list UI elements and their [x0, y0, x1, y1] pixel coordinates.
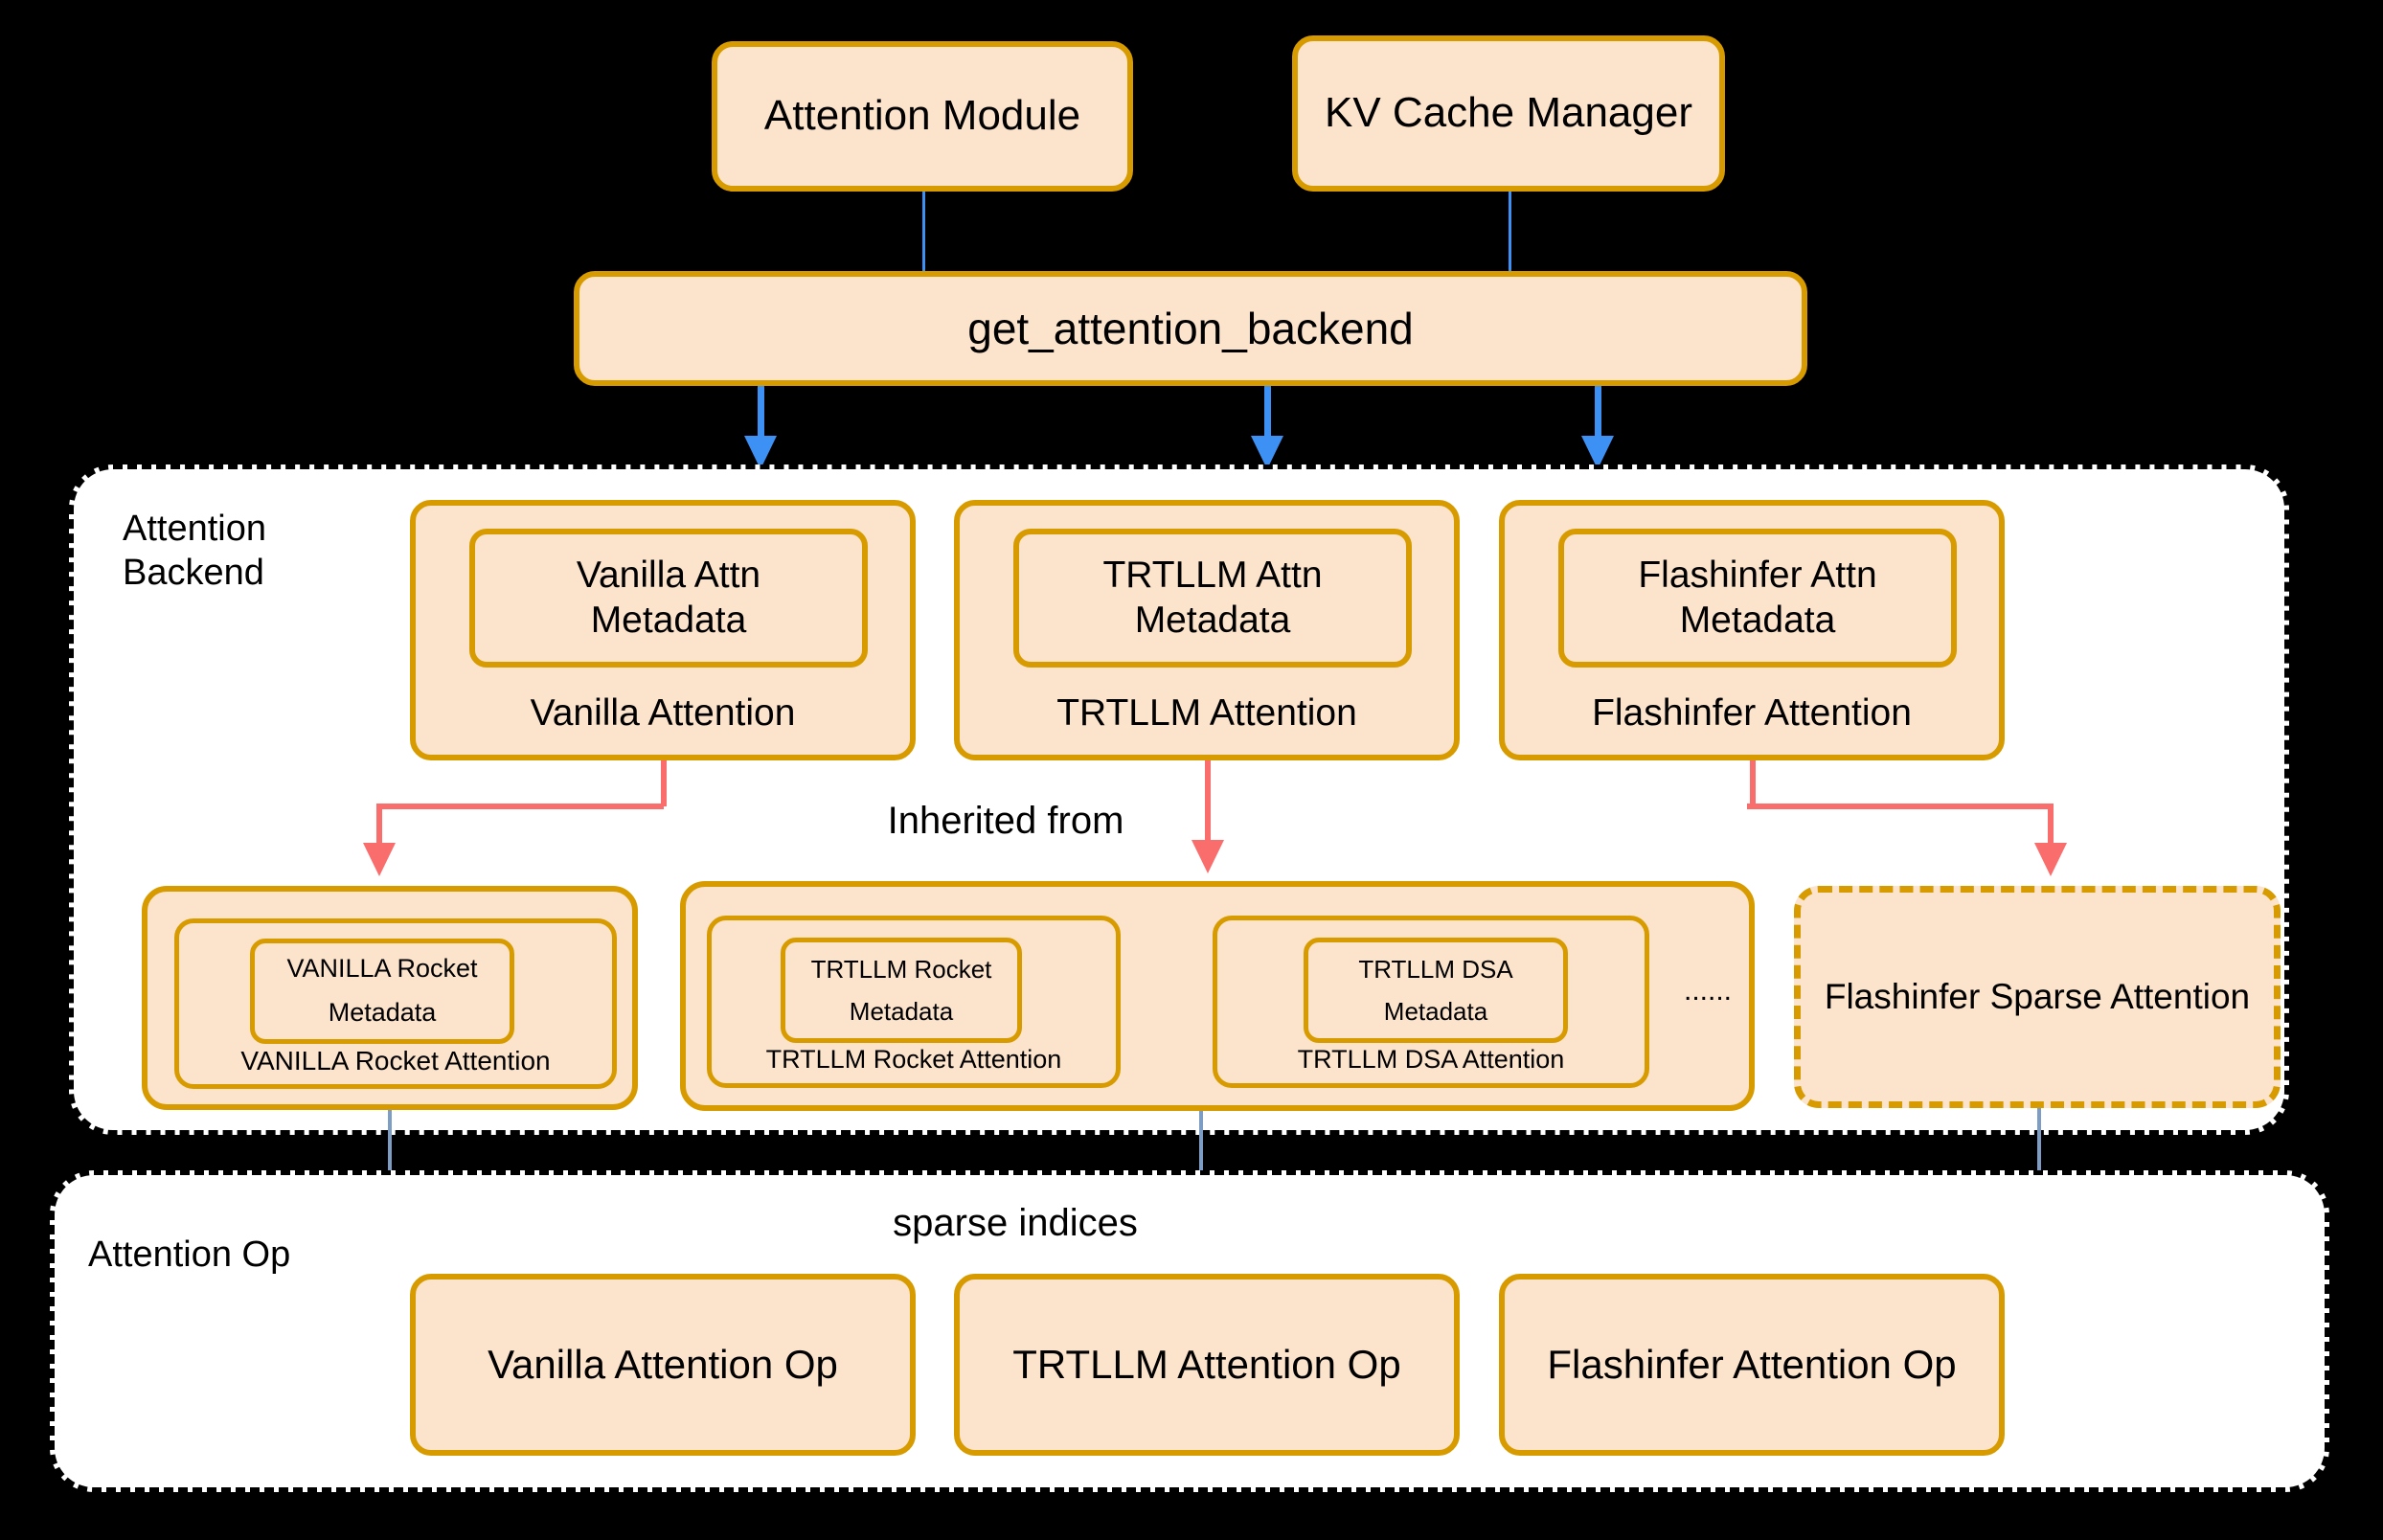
inherit-arrow-vanilla — [363, 843, 396, 876]
inherit-line-trtllm — [1205, 760, 1211, 843]
card-flashinfer-sparse-attention-label: Flashinfer Sparse Attention — [1824, 976, 2251, 1016]
card-vanilla-rocket-metadata-label: VANILLA Rocket Metadata — [286, 954, 478, 1027]
node-get-attention-backend[interactable]: get_attention_backend — [574, 271, 1807, 386]
label-inherited-from: Inherited from — [887, 800, 1124, 842]
node-vanilla-attention-op[interactable]: Vanilla Attention Op — [410, 1274, 916, 1456]
card-trtllm-attention-metadata: TRTLLM Attn Metadata — [1013, 529, 1412, 668]
sparse-group-vanilla: VANILLA Rocket Metadata VANILLA Rocket A… — [142, 886, 638, 1110]
node-kv-cache-manager[interactable]: KV Cache Manager — [1292, 35, 1725, 192]
card-trtllm-dsa-attention[interactable]: TRTLLM DSA Metadata TRTLLM DSA Attention — [1213, 916, 1649, 1088]
card-trtllm-dsa-metadata: TRTLLM DSA Metadata — [1304, 938, 1568, 1043]
group-attention-op-label: Attention Op — [88, 1234, 291, 1275]
node-flashinfer-attention-op[interactable]: Flashinfer Attention Op — [1499, 1274, 2005, 1456]
dispatch-line-trtllm — [1264, 386, 1271, 441]
label-more-backends-ellipsis: ...... — [1683, 975, 1732, 1007]
card-trtllm-attention[interactable]: TRTLLM Attn Metadata TRTLLM Attention — [954, 500, 1460, 760]
node-vanilla-attention-op-label: Vanilla Attention Op — [488, 1341, 838, 1387]
card-vanilla-attention-name: Vanilla Attention — [530, 692, 796, 734]
dispatch-line-vanilla — [758, 386, 764, 441]
dispatch-arrow-flashinfer — [1581, 436, 1614, 469]
node-attention-module-label: Attention Module — [763, 92, 1081, 140]
card-vanilla-rocket-name: VANILLA Rocket Attention — [240, 1046, 551, 1076]
card-vanilla-attention-metadata: Vanilla Attn Metadata — [469, 529, 868, 668]
inherit-line-flashinfer-v2 — [2048, 804, 2054, 848]
sparse-group-trtllm: TRTLLM Rocket Metadata TRTLLM Rocket Att… — [680, 881, 1755, 1111]
card-trtllm-attention-name: TRTLLM Attention — [1056, 692, 1357, 734]
node-flashinfer-attention-op-label: Flashinfer Attention Op — [1547, 1341, 1957, 1387]
group-attention-backend-label: Attention Backend — [123, 509, 266, 593]
node-get-attention-backend-label: get_attention_backend — [967, 303, 1414, 353]
card-trtllm-rocket-attention[interactable]: TRTLLM Rocket Metadata TRTLLM Rocket Att… — [707, 916, 1121, 1088]
card-trtllm-dsa-name: TRTLLM DSA Attention — [1297, 1045, 1565, 1074]
node-trtllm-attention-op[interactable]: TRTLLM Attention Op — [954, 1274, 1460, 1456]
indices-line-flashinfer-v1 — [2037, 1108, 2041, 1220]
card-flashinfer-sparse-attention[interactable]: Flashinfer Sparse Attention — [1794, 886, 2281, 1108]
connector-attention-module-to-dispatcher — [922, 192, 925, 274]
node-kv-cache-manager-label: KV Cache Manager — [1325, 89, 1692, 137]
inherit-line-vanilla-h — [376, 804, 664, 809]
card-vanilla-attention-metadata-label: Vanilla Attn Metadata — [576, 555, 761, 641]
dispatch-arrow-trtllm — [1251, 436, 1283, 469]
card-trtllm-attention-metadata-label: TRTLLM Attn Metadata — [1102, 555, 1323, 641]
card-vanilla-attention[interactable]: Vanilla Attn Metadata Vanilla Attention — [410, 500, 916, 760]
inherit-line-flashinfer-h — [1747, 804, 2054, 809]
inherit-line-vanilla-v1 — [661, 760, 667, 806]
card-trtllm-rocket-metadata: TRTLLM Rocket Metadata — [781, 938, 1022, 1043]
node-attention-module[interactable]: Attention Module — [712, 41, 1133, 192]
card-vanilla-rocket-attention[interactable]: VANILLA Rocket Metadata VANILLA Rocket A… — [174, 918, 617, 1089]
card-trtllm-rocket-name: TRTLLM Rocket Attention — [765, 1045, 1062, 1074]
connector-kv-cache-to-dispatcher — [1509, 192, 1511, 274]
card-flashinfer-attention-name: Flashinfer Attention — [1592, 692, 1912, 734]
inherit-line-vanilla-v2 — [376, 804, 382, 848]
card-vanilla-rocket-metadata: VANILLA Rocket Metadata — [250, 939, 514, 1044]
inherit-arrow-flashinfer — [2034, 843, 2067, 876]
dispatch-arrow-vanilla — [744, 436, 777, 469]
card-flashinfer-attention-metadata-label: Flashinfer Attn Metadata — [1638, 555, 1877, 641]
inherit-arrow-trtllm — [1192, 840, 1224, 873]
label-sparse-indices: sparse indices — [893, 1202, 1138, 1244]
dispatch-line-flashinfer — [1595, 386, 1601, 441]
card-trtllm-dsa-metadata-label: TRTLLM DSA Metadata — [1358, 954, 1513, 1026]
card-flashinfer-attention-metadata: Flashinfer Attn Metadata — [1558, 529, 1957, 668]
node-trtllm-attention-op-label: TRTLLM Attention Op — [1012, 1341, 1401, 1387]
card-flashinfer-attention[interactable]: Flashinfer Attn Metadata Flashinfer Atte… — [1499, 500, 2005, 760]
inherit-line-flashinfer-v1 — [1750, 760, 1756, 806]
indices-line-vanilla-v1 — [388, 1110, 392, 1217]
card-trtllm-rocket-metadata-label: TRTLLM Rocket Metadata — [810, 954, 992, 1026]
